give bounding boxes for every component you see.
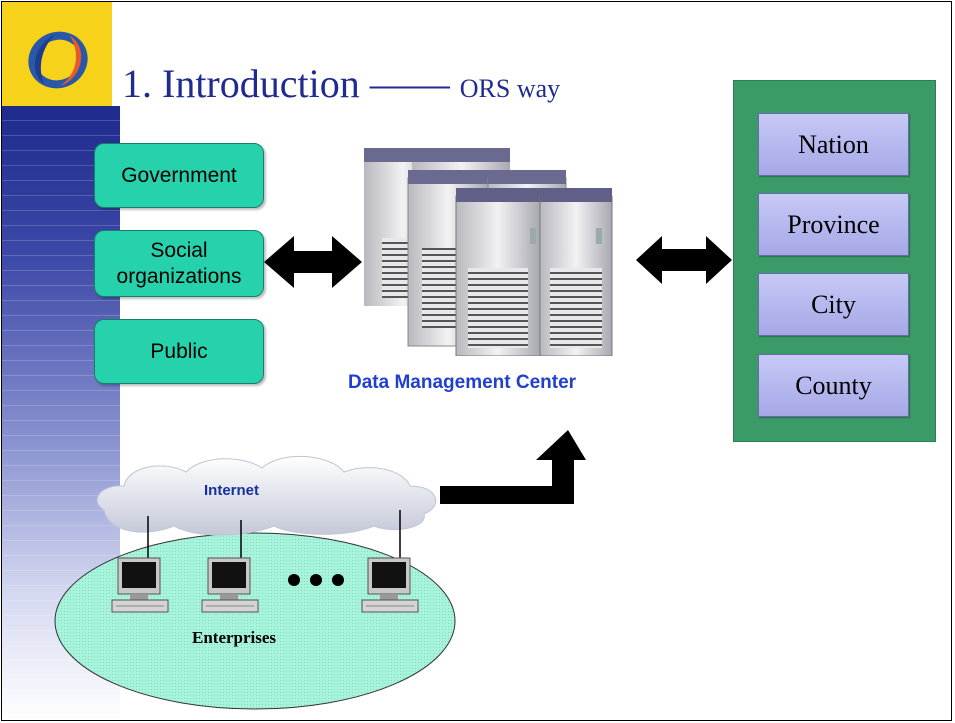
level-county-label: County xyxy=(795,370,872,400)
network-lines xyxy=(147,510,401,560)
computer-icon xyxy=(111,557,169,613)
title-sub: ORS way xyxy=(459,74,561,103)
internet-cloud xyxy=(96,455,437,536)
logo-icon xyxy=(28,31,88,89)
title-separator: —— xyxy=(359,61,460,106)
level-nation: Nation xyxy=(758,113,909,176)
level-county: County xyxy=(758,354,909,417)
level-province-label: Province xyxy=(787,209,880,239)
entity-social-organizations: Social organizations xyxy=(94,230,264,297)
entity-government: Government xyxy=(94,143,264,208)
level-province: Province xyxy=(758,193,909,256)
data-management-center-label: Data Management Center xyxy=(348,372,577,393)
level-city-label: City xyxy=(811,289,856,319)
enterprises-label: Enterprises xyxy=(192,628,277,647)
title-main: 1. Introduction xyxy=(122,61,360,106)
entity-government-label: Government xyxy=(121,163,237,187)
left-double-arrow xyxy=(264,236,362,288)
entity-social-label: Social organizations xyxy=(116,238,242,288)
entity-public: Public xyxy=(94,319,264,384)
entity-public-label: Public xyxy=(150,339,208,363)
right-double-arrow xyxy=(636,236,732,284)
computer-icon xyxy=(361,557,419,613)
ellipsis-dots xyxy=(288,574,344,586)
computer-icon xyxy=(201,557,259,613)
slide-title: 1. Introduction —— ORS way xyxy=(122,60,560,107)
level-nation-label: Nation xyxy=(798,129,869,159)
upload-arrow xyxy=(440,430,586,504)
internet-label: Internet xyxy=(204,482,260,499)
level-city: City xyxy=(758,273,909,336)
server-cluster xyxy=(364,148,613,356)
